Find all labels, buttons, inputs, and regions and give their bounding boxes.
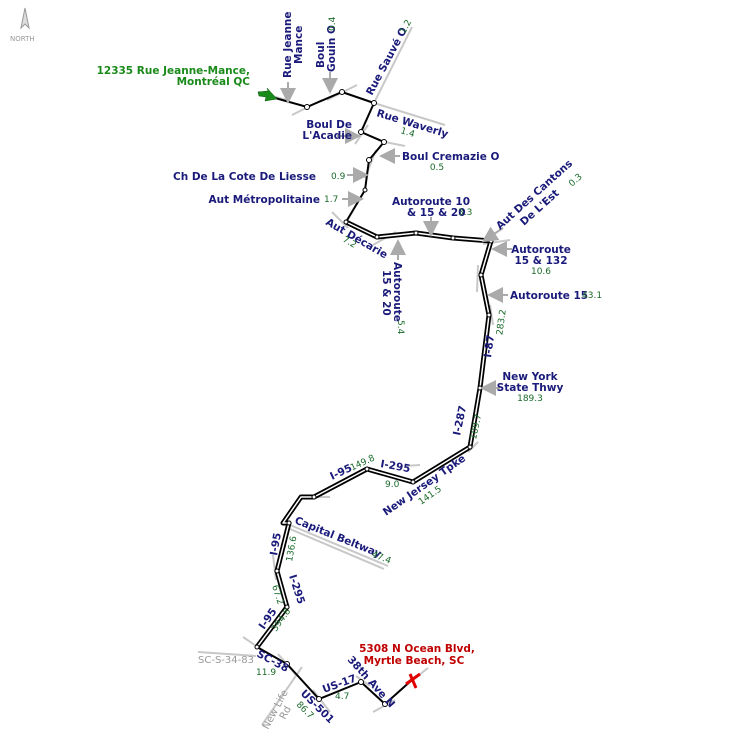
road-label-aut-metropolitaine: Aut Métropolitaine 1.7 — [209, 194, 339, 206]
road-label-boul-de-lacadie: Boul De L'Acadie — [302, 119, 352, 142]
svg-text:Rue Sauvé O: Rue Sauvé O — [364, 25, 410, 97]
svg-text:136.6: 136.6 — [285, 535, 299, 562]
road-label-aut-des-cantons: Aut Des Cantons De L'Est 0.3 — [494, 158, 585, 233]
road-label-autoroute-10-15-20: Autoroute 10 & 15 & 20 3.3 — [392, 196, 472, 219]
destination-marker-icon — [405, 672, 421, 689]
svg-text:11.9: 11.9 — [256, 668, 276, 678]
svg-text:0.9: 0.9 — [331, 172, 346, 182]
svg-text:I-295: I-295 — [286, 573, 307, 605]
road-label-i-95-md: I-95 136.6 — [268, 532, 299, 563]
svg-text:Rue Jeanne: Rue Jeanne — [282, 11, 294, 78]
svg-text:Montréal QC: Montréal QC — [177, 76, 251, 88]
road-label-autoroute-15-132: Autoroute 15 & 132 10.6 — [511, 244, 571, 277]
svg-text:43.1: 43.1 — [582, 291, 602, 301]
road-label-boul-gouin: Boul Gouin O 0.4 — [315, 16, 338, 72]
svg-text:I-95: I-95 — [268, 532, 284, 557]
road-label-ny-state-thwy: New York State Thwy 189.3 — [497, 371, 564, 404]
svg-text:0.5: 0.5 — [430, 163, 444, 173]
svg-text:1.4: 1.4 — [399, 126, 416, 140]
road-label-rue-jeanne-mance: Rue Jeanne Mance — [282, 11, 305, 78]
svg-text:15 & 20: 15 & 20 — [380, 270, 392, 316]
cross-streets — [197, 26, 511, 726]
svg-text:Boul: Boul — [315, 42, 327, 68]
minor-road-label-sc-s-34-83: SC-S-34-83 — [198, 655, 254, 666]
svg-text:109.7: 109.7 — [469, 413, 484, 440]
svg-text:Boul De: Boul De — [306, 119, 352, 131]
road-label-i-95-south: I-95 394.8 — [257, 606, 294, 634]
svg-text:I-295: I-295 — [379, 458, 411, 475]
compass-label: NORTH — [10, 35, 35, 43]
start-label: 12335 Rue Jeanne-Mance, Montréal QC — [97, 65, 251, 88]
svg-text:I-287: I-287 — [451, 405, 469, 437]
north-compass-icon: NORTH — [10, 7, 35, 43]
road-label-i-295-nj: I-295 9.0 — [379, 458, 411, 490]
svg-text:Autoroute: Autoroute — [391, 262, 403, 322]
svg-text:0.4: 0.4 — [328, 16, 338, 31]
turn-arrows — [280, 72, 512, 396]
svg-text:L'Acadie: L'Acadie — [302, 130, 352, 142]
svg-text:Boul Cremazie O: Boul Cremazie O — [402, 151, 499, 163]
svg-text:1.2: 1.2 — [399, 18, 415, 35]
svg-text:4.7: 4.7 — [335, 692, 349, 702]
svg-text:0.3: 0.3 — [567, 172, 584, 189]
svg-text:Mance: Mance — [293, 26, 305, 64]
svg-text:Ch De La Cote De Liesse: Ch De La Cote De Liesse — [173, 171, 316, 183]
svg-text:Autoroute 15: Autoroute 15 — [510, 290, 588, 302]
svg-text:10.6: 10.6 — [531, 267, 551, 277]
svg-text:Aut Des Cantons: Aut Des Cantons — [494, 158, 575, 233]
svg-text:3.3: 3.3 — [458, 208, 472, 218]
svg-text:5.4: 5.4 — [395, 320, 405, 335]
road-label-i-287: I-287 109.7 — [451, 405, 484, 441]
svg-text:State Thwy: State Thwy — [497, 382, 564, 394]
svg-text:Capital Beltway: Capital Beltway — [293, 515, 383, 561]
route-line — [254, 89, 494, 707]
svg-text:15 & 132: 15 & 132 — [515, 255, 568, 267]
svg-text:Autoroute: Autoroute — [511, 244, 571, 256]
svg-text:Myrtle Beach, SC: Myrtle Beach, SC — [364, 655, 465, 667]
svg-text:Aut Métropolitaine: Aut Métropolitaine — [209, 194, 321, 206]
end-label: 5308 N Ocean Blvd, Myrtle Beach, SC — [359, 643, 475, 667]
svg-text:9.0: 9.0 — [385, 480, 400, 490]
minor-road-label-new-life-rd: New Life Rd — [261, 688, 294, 731]
svg-text:189.3: 189.3 — [517, 394, 543, 404]
svg-text:283.2: 283.2 — [495, 309, 508, 336]
road-label-autoroute-15-20: Autoroute 15 & 20 5.4 — [380, 262, 405, 335]
road-label-us-17: US-17 4.7 — [321, 673, 358, 702]
svg-text:& 15 & 20: & 15 & 20 — [407, 207, 466, 219]
start-arrow-icon — [257, 87, 278, 102]
road-label-boul-cremazie: Boul Cremazie O 0.5 — [402, 151, 499, 173]
svg-text:12335 Rue Jeanne-Mance,: 12335 Rue Jeanne-Mance, — [97, 65, 250, 77]
svg-text:I-87: I-87 — [482, 334, 497, 358]
road-label-cote-de-liesse: Ch De La Cote De Liesse 0.9 — [173, 171, 346, 183]
svg-text:Autoroute 10: Autoroute 10 — [392, 196, 470, 208]
svg-text:5308 N Ocean Blvd,: 5308 N Ocean Blvd, — [359, 643, 475, 655]
svg-text:Gouin O: Gouin O — [326, 25, 338, 72]
svg-text:SC-S-34-83: SC-S-34-83 — [198, 655, 254, 666]
road-label-sc-38: SC-38 11.9 — [255, 648, 291, 678]
road-label-autoroute-15: Autoroute 15 43.1 — [510, 290, 602, 302]
svg-text:1.7: 1.7 — [324, 195, 338, 205]
road-label-rue-sauve: Rue Sauvé O1.2 — [364, 18, 415, 97]
svg-text:New York: New York — [502, 371, 558, 383]
